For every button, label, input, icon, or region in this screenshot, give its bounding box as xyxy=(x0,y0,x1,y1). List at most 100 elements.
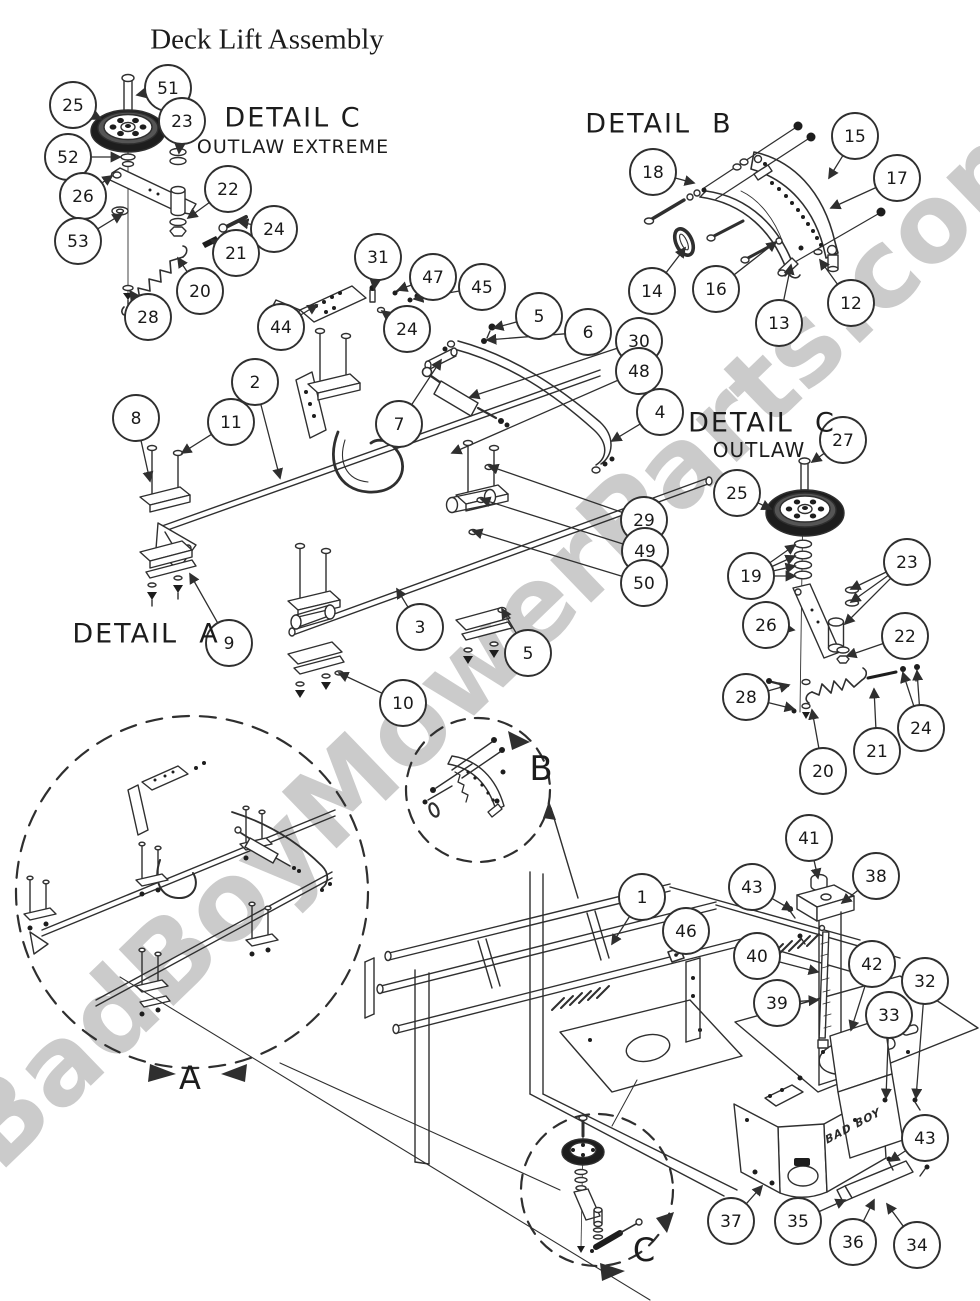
balloon-28: 28 xyxy=(124,293,172,341)
balloon-25: 25 xyxy=(713,469,761,517)
leader-line-43 xyxy=(888,1149,907,1162)
svg-text:28: 28 xyxy=(137,308,159,328)
leader-line-35 xyxy=(818,1198,847,1213)
construction-lines xyxy=(119,976,651,1301)
turnbuckle-link xyxy=(424,347,458,370)
balloon-27: 27 xyxy=(819,416,867,464)
leader-line-44 xyxy=(299,304,319,316)
leader-line-53 xyxy=(96,213,124,230)
svg-text:46: 46 xyxy=(675,922,697,942)
svg-text:6: 6 xyxy=(583,323,594,343)
leader-line-23 xyxy=(174,143,186,155)
balloon-53: 53 xyxy=(54,217,102,265)
balloon-43: 43 xyxy=(901,1114,949,1162)
svg-text:34: 34 xyxy=(906,1236,928,1256)
svg-text:23: 23 xyxy=(171,112,193,132)
leader-line-28 xyxy=(767,701,796,713)
balloon-4: 4 xyxy=(636,388,684,436)
leader-line-24 xyxy=(380,310,393,321)
leader-line-25 xyxy=(90,109,103,120)
leader-line-2 xyxy=(260,403,283,480)
balloon-52: 52 xyxy=(44,133,92,181)
leader-line-10 xyxy=(337,671,383,694)
leader-line-3 xyxy=(396,587,409,608)
svg-text:22: 22 xyxy=(217,180,239,200)
leader-line-39 xyxy=(799,995,820,1007)
svg-text:15: 15 xyxy=(844,127,866,147)
balloon-25: 25 xyxy=(49,81,97,129)
balloon-9: 9 xyxy=(205,619,253,667)
svg-text:21: 21 xyxy=(225,244,247,264)
leader-line-12 xyxy=(819,258,839,285)
svg-text:39: 39 xyxy=(766,994,788,1014)
svg-text:44: 44 xyxy=(270,318,292,338)
svg-text:37: 37 xyxy=(720,1212,742,1232)
leader-line-18 xyxy=(674,175,696,186)
leader-line-5 xyxy=(501,607,517,634)
balloon-38: 38 xyxy=(852,852,900,900)
leader-line-50 xyxy=(471,528,623,577)
svg-text:10: 10 xyxy=(392,694,414,714)
leader-line-9 xyxy=(189,572,219,624)
detail-b-title: DETAIL B xyxy=(585,108,733,140)
svg-text:28: 28 xyxy=(735,688,757,708)
svg-text:41: 41 xyxy=(798,829,820,849)
balloon-5: 5 xyxy=(515,292,563,340)
detail-c-extreme-subtitle: OUTLAW EXTREME xyxy=(196,136,390,158)
leader-line-31 xyxy=(369,278,381,291)
balloon-22: 22 xyxy=(881,612,929,660)
svg-text:7: 7 xyxy=(394,415,405,435)
balloon-21: 21 xyxy=(212,229,260,277)
page-title: Deck Lift Assembly xyxy=(150,23,384,56)
balloon-19: 19 xyxy=(727,552,775,600)
svg-text:40: 40 xyxy=(746,947,768,967)
balloon-8: 8 xyxy=(112,394,160,442)
leader-line-8 xyxy=(140,439,154,483)
svg-text:23: 23 xyxy=(896,553,918,573)
balloon-7: 7 xyxy=(375,400,423,448)
svg-text:31: 31 xyxy=(367,248,389,268)
svg-text:24: 24 xyxy=(396,320,418,340)
leader-line-42 xyxy=(848,985,866,1032)
balloon-50: 50 xyxy=(620,559,668,607)
balloon-3: 3 xyxy=(396,603,444,651)
svg-text:45: 45 xyxy=(471,278,493,298)
svg-text:38: 38 xyxy=(865,867,887,887)
leader-line-19 xyxy=(772,562,797,574)
svg-text:22: 22 xyxy=(894,627,916,647)
section-letter-c: C xyxy=(632,1231,656,1269)
clamp-station-left xyxy=(139,444,197,607)
leader-line-19 xyxy=(769,544,797,564)
balloon-31: 31 xyxy=(354,233,402,281)
leader-line-49 xyxy=(479,496,624,545)
leader-line-27 xyxy=(810,452,825,463)
leader-line-47 xyxy=(396,281,413,292)
detail-c-outlaw-title: DETAIL C xyxy=(688,407,836,439)
leader-line-24 xyxy=(900,671,915,707)
svg-text:33: 33 xyxy=(878,1006,900,1026)
pulley-assembly-outlaw xyxy=(765,457,920,719)
svg-text:19: 19 xyxy=(740,567,762,587)
leader-line-24 xyxy=(237,218,253,230)
balloon-5: 5 xyxy=(504,629,552,677)
svg-text:17: 17 xyxy=(886,169,908,189)
leader-line-16 xyxy=(733,240,778,276)
detail-a-title: DETAIL A xyxy=(72,618,220,650)
leader-line-36 xyxy=(862,1198,875,1223)
leader-line-13 xyxy=(783,263,795,302)
leader-line-30 xyxy=(468,347,618,400)
balloon-37: 37 xyxy=(707,1197,755,1245)
balloon-26: 26 xyxy=(742,601,790,649)
balloon-33: 33 xyxy=(865,991,913,1039)
balloon-39: 39 xyxy=(753,979,801,1027)
svg-text:3: 3 xyxy=(415,618,426,638)
leader-line-23 xyxy=(849,574,889,603)
svg-text:25: 25 xyxy=(726,484,748,504)
leader-line-32 xyxy=(911,1003,924,1100)
svg-text:35: 35 xyxy=(787,1212,809,1232)
balloon-26: 26 xyxy=(59,172,107,220)
balloon-22: 22 xyxy=(204,165,252,213)
mini-stations xyxy=(23,805,279,1017)
leader-line-38 xyxy=(840,889,859,905)
